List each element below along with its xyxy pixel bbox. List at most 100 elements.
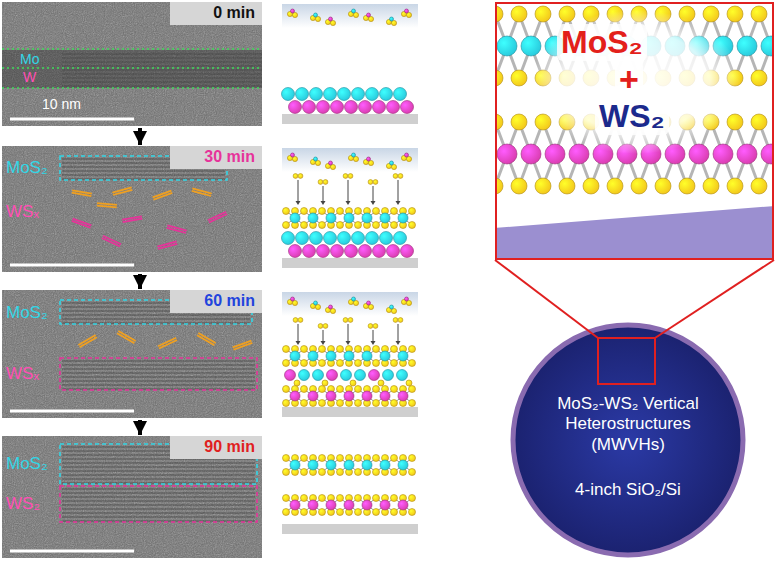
atom [289,101,302,114]
atom [559,178,575,194]
atom [310,88,323,101]
zoom-line [495,260,598,338]
atom [348,174,353,179]
atomic-structure [497,6,772,258]
grain-mark [197,335,214,345]
atom [337,495,344,502]
atom [283,360,290,367]
lattice-fringe [62,360,255,361]
substrate [282,524,418,534]
atom [322,380,328,386]
atom [391,455,398,462]
atom [344,460,354,470]
grain-mark [167,228,186,233]
atom [352,297,356,301]
lattice-fringe [62,478,255,479]
atom [391,360,398,367]
film-band [2,50,262,88]
atom [324,232,337,245]
tem-panel: MoS₂WSₓ30 min [2,146,262,272]
guide-line [2,87,262,89]
atom [409,360,416,367]
atom [310,232,323,245]
atom [497,6,503,22]
line [62,54,262,55]
atom [318,324,323,329]
atom [319,346,326,353]
atom [394,88,407,101]
atom [329,17,333,21]
lattice-fringe [62,504,255,505]
atom [355,370,366,381]
atom [326,351,336,361]
atom [341,370,352,381]
atom [380,391,390,401]
atom [352,232,365,245]
atom [326,391,336,401]
time-arrow [138,274,142,289]
atom [283,469,290,476]
vapor-band [282,292,418,316]
atom [380,88,393,101]
atom [391,400,398,407]
atom [301,386,308,393]
atom [409,400,416,407]
lattice-fringe [62,368,255,369]
material-label: + [615,60,643,99]
atom [308,351,318,361]
atom [761,144,772,164]
scale-bar [10,550,134,553]
atom [355,360,362,367]
flux-arrow [398,324,399,342]
atom [373,455,380,462]
tem-image [2,436,262,558]
grain-mark [153,193,172,200]
tem-ground [2,436,262,558]
scale-bar [10,264,134,267]
atom [409,346,416,353]
time-arrow [138,128,142,145]
atom [497,114,503,130]
atom [337,360,344,367]
atom [380,213,390,223]
time-label: 90 min [204,438,255,456]
atom [394,232,407,245]
tem-noise [2,290,262,418]
atom [373,400,380,407]
atom [373,386,380,393]
flux-arrow [373,330,374,342]
atom [348,318,353,323]
atom [535,6,551,22]
atom [373,222,380,229]
lattice-fringe [62,500,255,501]
atom [337,346,344,353]
dashed-region [60,358,257,390]
atom [344,351,354,361]
atom [559,6,575,22]
atom [545,144,565,164]
flux-arrow-head [296,201,301,205]
substrate [497,206,772,258]
atom [689,144,709,164]
atom [344,391,354,401]
atom [583,178,599,194]
atom [337,469,344,476]
atom [373,509,380,516]
atom [751,178,767,194]
atom [393,174,398,179]
flux-arrow-head [371,341,376,345]
atom [313,370,324,381]
flux-arrow [298,180,299,202]
atom [303,245,316,258]
atom [737,144,757,164]
atom [409,455,416,462]
scale-bar [10,410,134,413]
vapor-band [282,148,418,172]
flux-arrow [323,330,324,342]
atom [308,391,318,401]
lattice-fringe [62,384,255,385]
atom [373,101,386,114]
lattice-fringe [62,512,255,513]
grain-mark [72,221,91,228]
line [62,58,262,59]
